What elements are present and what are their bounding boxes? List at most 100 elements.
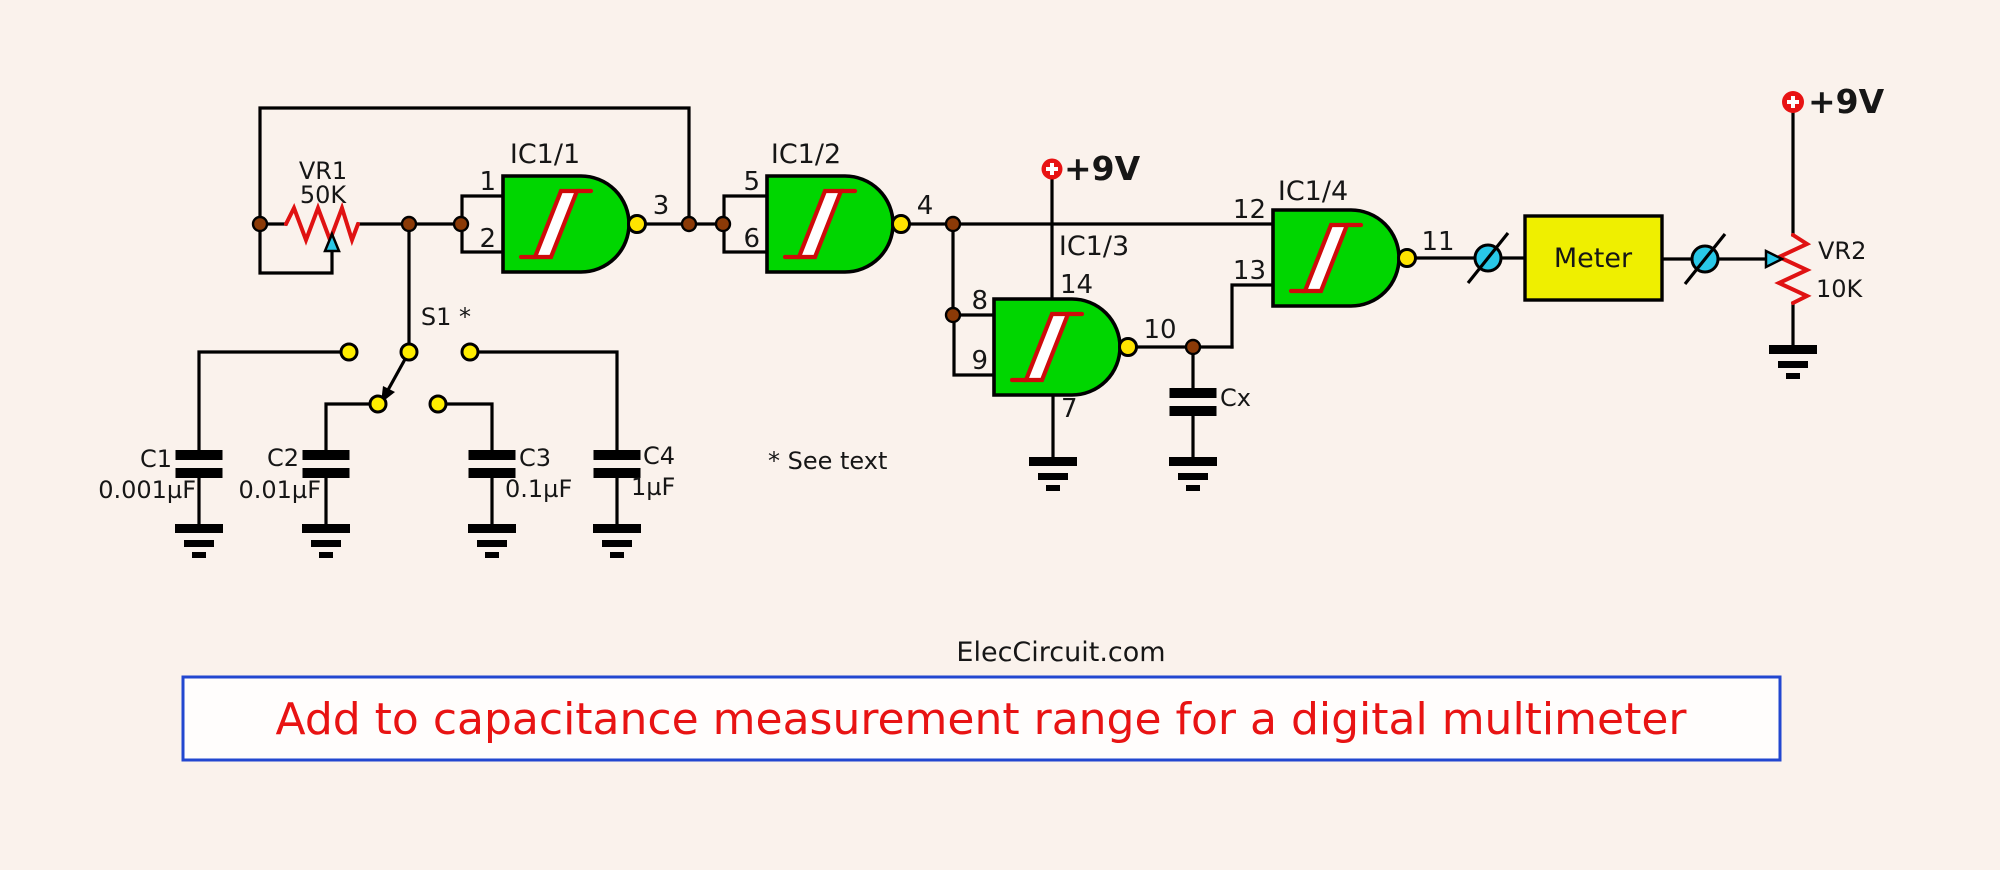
probe-right xyxy=(1683,233,1727,285)
vr2-value-label: 10K xyxy=(1816,275,1864,303)
vr2-resistor-zigzag xyxy=(1774,233,1812,305)
gate4-pin11-label: 11 xyxy=(1421,227,1454,257)
vr1-wiper-arrow-icon xyxy=(323,230,341,253)
capacitor-c3: C3 0.1µF xyxy=(468,444,572,503)
ground-symbols xyxy=(175,345,1817,558)
gate2-output-node xyxy=(891,214,911,234)
see-text-note: * See text xyxy=(768,447,887,475)
vr1-resistor-zigzag xyxy=(284,201,360,247)
capacitor-cx: Cx xyxy=(1169,384,1251,416)
c3-ref-label: C3 xyxy=(519,444,551,472)
gate4-pin12-label: 12 xyxy=(1233,195,1266,225)
wire-pin13-route xyxy=(1230,283,1275,349)
junction-dots xyxy=(251,215,1202,356)
power-label-vr2: +9V xyxy=(1808,82,1885,121)
c1-ref-label: C1 xyxy=(140,445,172,473)
cap-plate xyxy=(175,468,223,478)
gate1-pin2-label: 2 xyxy=(479,224,496,254)
c2-value-label: 0.01µF xyxy=(238,476,321,504)
cap-plate xyxy=(1169,388,1217,398)
plus-glyph xyxy=(1046,163,1058,175)
gate1-pin3-label: 3 xyxy=(653,191,670,221)
gate4-pin13-label: 13 xyxy=(1233,256,1266,286)
gate2-pin4-label: 4 xyxy=(917,191,934,221)
site-credit: ElecCircuit.com xyxy=(956,637,1165,668)
wire-s1-to-c1 xyxy=(197,350,351,452)
probe-slash xyxy=(1683,233,1727,285)
probe-slash xyxy=(1466,232,1510,284)
cap-plate xyxy=(302,450,350,460)
gate2-name: IC1/2 xyxy=(771,139,841,170)
vr1-ref-label: VR1 xyxy=(299,157,347,185)
ground-icon xyxy=(468,524,516,558)
schmitt-trigger-icon xyxy=(518,188,594,260)
ground-icon xyxy=(1169,457,1217,491)
gate4-name: IC1/4 xyxy=(1278,176,1348,207)
vr1-potentiometer: VR1 50K xyxy=(284,157,360,253)
page-title: Add to capacitance measurement range for… xyxy=(276,694,1688,745)
schmitt-trigger-icon xyxy=(782,188,858,260)
s1-contact-c2 xyxy=(368,394,388,414)
gate-ic1-4: IC1/4 12 13 11 xyxy=(1233,176,1455,308)
c4-value-label: 1µF xyxy=(631,473,675,501)
cap-plate xyxy=(175,450,223,460)
meter: Meter xyxy=(1523,214,1664,302)
cap-plate xyxy=(468,468,516,478)
gate3-pin9-label: 9 xyxy=(971,346,988,376)
cap-plate xyxy=(593,450,641,460)
s1-contact-c3 xyxy=(428,394,448,414)
c4-ref-label: C4 xyxy=(643,442,675,470)
ground-icon xyxy=(1769,345,1817,379)
gate1-pin1-label: 1 xyxy=(479,167,496,197)
cx-ref-label: Cx xyxy=(1220,384,1251,412)
cap-plate xyxy=(468,450,516,460)
title-border-box xyxy=(181,675,1782,762)
cap-plate xyxy=(1169,406,1217,416)
ground-icon xyxy=(175,524,223,558)
ground-icon xyxy=(302,524,350,558)
schmitt-trigger-icon xyxy=(1009,311,1085,383)
wire-s1-to-c2 xyxy=(324,402,380,452)
capacitor-c2: C2 0.01µF xyxy=(238,444,350,504)
junction-dot xyxy=(680,215,698,233)
title-banner: Add to capacitance measurement range for… xyxy=(181,675,1782,762)
gate1-output-node xyxy=(627,214,647,234)
plus-glyph xyxy=(1787,96,1799,108)
junction-dot xyxy=(944,215,962,233)
ground-icon xyxy=(593,524,641,558)
junction-dot xyxy=(1184,338,1202,356)
junction-dot xyxy=(251,215,269,233)
meter-box xyxy=(1523,214,1664,302)
junction-dot xyxy=(944,306,962,324)
gate3-pin8-label: 8 xyxy=(971,286,988,316)
vr1-value-label: 50K xyxy=(300,181,348,209)
gate2-pin5-label: 5 xyxy=(743,167,760,197)
s1-pole xyxy=(399,342,419,362)
meter-label: Meter xyxy=(1554,243,1633,274)
gate-ic1-2: IC1/2 5 6 4 xyxy=(743,139,934,274)
vr2-wiper-arrow-icon xyxy=(1764,248,1785,270)
schmitt-trigger-icon xyxy=(1288,222,1364,294)
power-label-ic: +9V xyxy=(1064,149,1141,188)
capacitor-c1: C1 0.001µF xyxy=(98,445,223,504)
s1-contact-c1 xyxy=(339,342,359,362)
gate3-output-node xyxy=(1118,337,1138,357)
junction-dot xyxy=(714,215,732,233)
wire-s1-to-c4 xyxy=(468,350,619,452)
wires xyxy=(197,106,1795,526)
cap-plate xyxy=(593,468,641,478)
gate3-pin14-label: 14 xyxy=(1060,270,1093,300)
wire-feedback-loop xyxy=(258,106,691,226)
gate2-pin6-label: 6 xyxy=(743,224,760,254)
gate3-pin7-label: 7 xyxy=(1061,394,1078,424)
gate-ic1-1: IC1/1 1 2 3 xyxy=(479,139,670,274)
probe-left xyxy=(1466,232,1510,284)
wire-s1-to-c3 xyxy=(436,402,494,452)
junction-dot xyxy=(400,215,418,233)
wire-vr1-wiper-return xyxy=(258,222,334,275)
c3-value-label: 0.1µF xyxy=(505,475,572,503)
switch-s1: S1 * xyxy=(339,303,480,414)
power-supply-ic: +9V xyxy=(1041,149,1141,188)
junction-dot xyxy=(452,215,470,233)
